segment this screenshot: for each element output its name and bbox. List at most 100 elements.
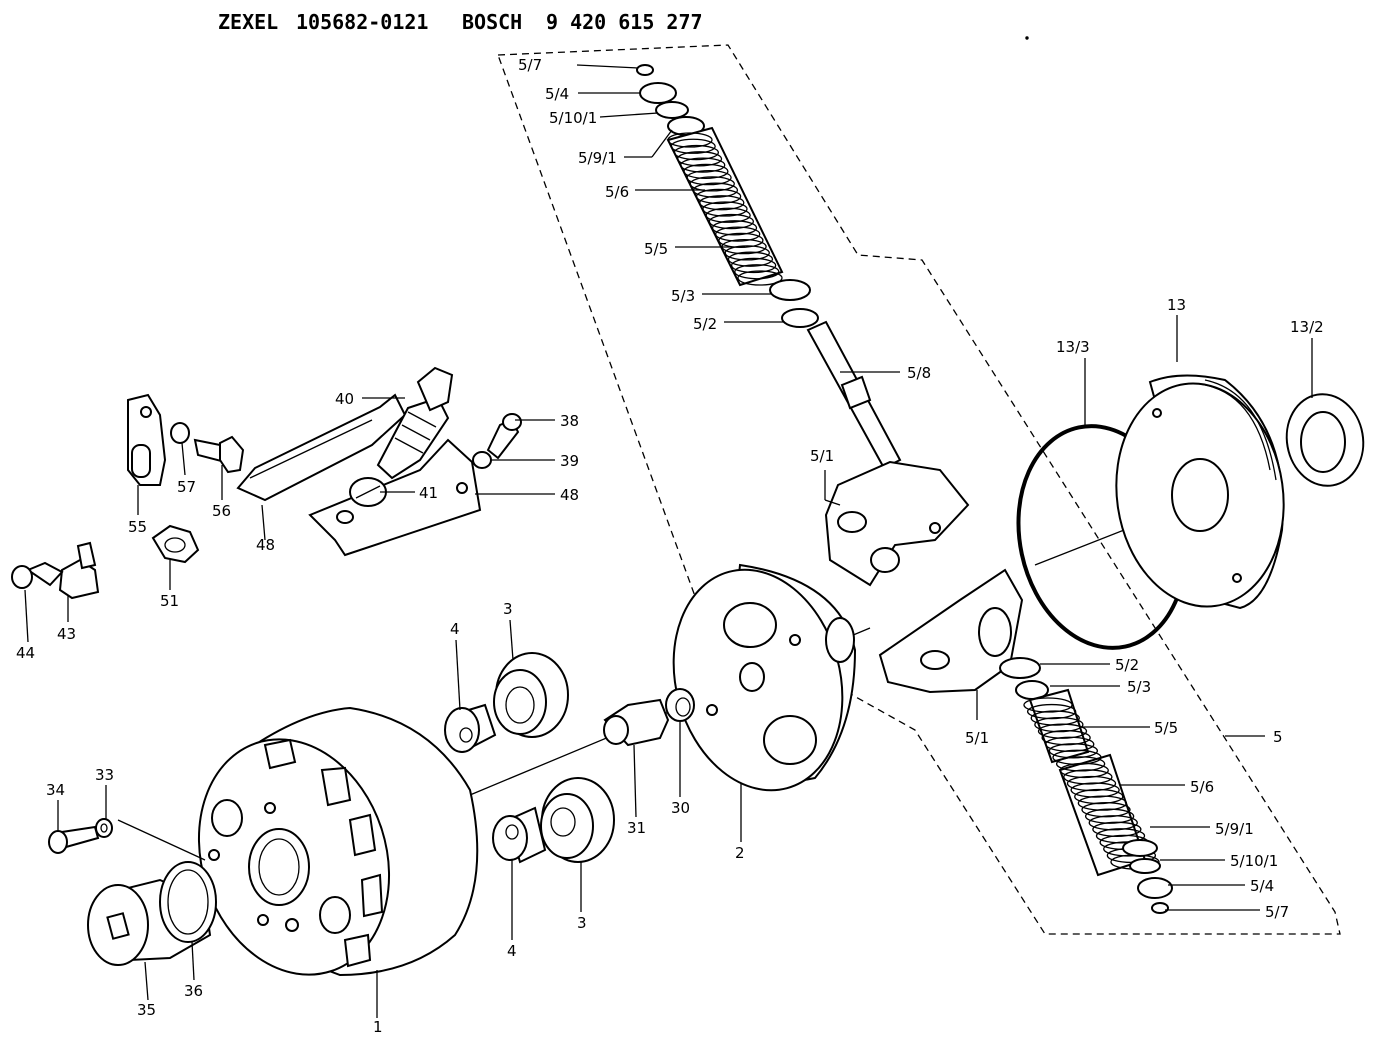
label-41: 41 [419,484,438,502]
label-5-6-lower: 5/6 [1190,778,1214,796]
label-2: 2 [735,844,745,862]
washer-39 [472,451,492,469]
block-5-1-lower [878,568,1024,694]
flange-2 [672,563,857,792]
label-40: 40 [335,390,354,408]
spring-coil [676,151,723,167]
spring-coil [715,226,761,242]
spring-coil [670,138,716,154]
label-5-9-1-lower: 5/9/1 [1215,820,1254,838]
part-5-2-upper [781,308,819,328]
label-55: 55 [128,518,147,536]
part-5-4-lower [1137,877,1173,899]
part-5-7-upper [636,64,654,76]
label-5-4-upper: 5/4 [545,85,569,103]
spring-coil [737,270,783,286]
spring-coil [724,245,770,261]
block-5-1-upper [824,460,970,587]
part-labels: 5/7 5/4 5/10/1 5/9/1 5/6 5/5 5/3 5/2 5/8… [16,56,1324,1036]
spring-coil [708,213,755,230]
label-38: 38 [560,412,579,430]
label-44: 44 [16,644,35,662]
label-13-3: 13/3 [1056,338,1090,356]
lever-48-arm [236,393,407,502]
spring-coil [673,144,720,161]
clamp-55 [127,393,167,486]
part-5-9-1-lower [1122,839,1158,857]
label-5-2-lower: 5/2 [1115,656,1139,674]
spring-5-6-upper [666,126,784,287]
spring-coil [689,176,735,192]
ring-36 [159,861,217,943]
fitting-40 [376,366,454,480]
label-5: 5 [1273,728,1283,746]
part-5-7-lower [1151,902,1169,914]
label-35: 35 [137,1001,156,1019]
washer-57 [170,422,190,444]
label-4-upper: 4 [450,620,460,638]
label-5-1-upper: 5/1 [810,447,834,465]
washer-33 [95,818,113,838]
washer-30 [665,688,695,722]
label-4-lower: 4 [507,942,517,960]
label-1: 1 [373,1018,383,1036]
label-5-8: 5/8 [907,364,931,382]
spring-coil [705,207,751,223]
spring-coil [711,220,758,236]
label-5-6-upper: 5/6 [605,183,629,201]
leader-lines [24,64,1313,1018]
spring-coil [683,163,729,180]
spring-coil [730,257,777,274]
label-5-9-1-upper: 5/9/1 [578,149,617,167]
label-36: 36 [184,982,203,1000]
label-39: 39 [560,452,579,470]
label-5-3-lower: 5/3 [1127,678,1151,696]
bush-3-upper [493,652,569,738]
spring-coil [734,264,780,280]
header-zexel-part-number: 105682-0121 [296,10,428,34]
spring-5-6-lower [1058,753,1147,877]
label-34: 34 [46,781,65,799]
bush-4-lower [492,806,547,864]
label-57: 57 [177,478,196,496]
header: ZEXEL 105682-0121 BOSCH 9 420 615 277 [218,10,703,34]
label-56: 56 [212,502,231,520]
label-51: 51 [160,592,179,610]
screw-34 [48,825,100,854]
screw-38 [486,413,522,460]
header-bosch-part-number: 9 420 615 277 [546,10,703,34]
label-5-2-upper: 5/2 [693,315,717,333]
upper-stack [636,64,902,470]
label-31: 31 [627,819,646,837]
clamp-43 [58,541,100,600]
spring-coil [695,188,742,205]
part-5-4-upper [639,82,677,104]
label-3-upper: 3 [503,600,513,618]
part-5-2-lower [999,657,1041,679]
part-5-10-1-lower [1129,858,1161,874]
label-30: 30 [671,799,690,817]
label-43: 43 [57,625,76,643]
screw-44 [11,561,64,589]
spring-coil [727,251,774,267]
nut-31 [603,698,670,747]
label-48-bracket: 48 [560,486,579,504]
label-13-2: 13/2 [1290,318,1324,336]
speck [1025,36,1029,40]
spring-coil [699,195,745,211]
bush-4-upper [444,703,497,753]
seal-13-2 [1285,393,1365,487]
spring-coil [686,169,732,186]
header-maker-bosch: BOSCH [462,10,522,34]
label-5-7-upper: 5/7 [518,56,542,74]
part-5-10-1-upper [655,101,689,119]
spring-coil [702,201,748,217]
label-33: 33 [95,766,114,784]
label-13: 13 [1167,296,1186,314]
label-3-lower: 3 [577,914,587,932]
bracket-48 [308,438,482,557]
stem-collar [840,375,872,410]
clip-51 [151,524,200,564]
housing-1 [197,706,479,977]
